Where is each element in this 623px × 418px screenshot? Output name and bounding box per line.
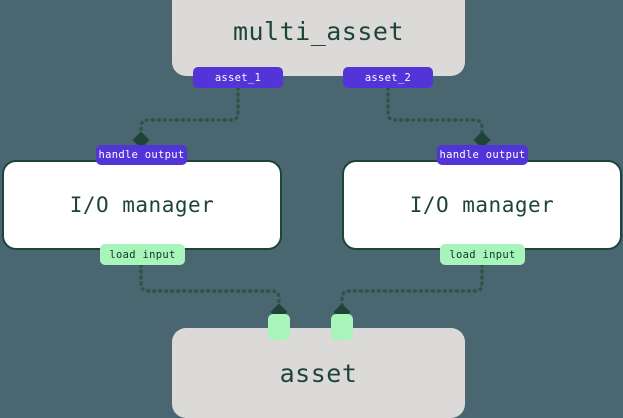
output-badge-asset-2-label: asset_2 xyxy=(364,71,412,84)
asset-input-port-left[interactable] xyxy=(268,314,290,340)
node-multi-asset-label: multi_asset xyxy=(232,16,405,46)
output-badge-load-input-left-label: load input xyxy=(109,248,176,261)
node-io-manager-left-label: I/O manager xyxy=(69,193,215,217)
node-io-manager-right-label: I/O manager xyxy=(409,193,555,217)
output-badge-load-input-left[interactable]: load input xyxy=(100,244,185,265)
input-badge-handle-output-right-label: handle output xyxy=(439,149,526,161)
node-asset-label: asset xyxy=(279,358,358,388)
input-badge-handle-output-left[interactable]: handle output xyxy=(96,145,187,165)
edge-asset1-to-left-iomanager xyxy=(132,86,240,149)
edge-right-iomanager-to-asset xyxy=(333,263,484,321)
input-badge-handle-output-left-label: handle output xyxy=(98,149,185,161)
edge-left-iomanager-to-asset xyxy=(139,263,288,321)
node-io-manager-right[interactable]: I/O manager xyxy=(342,160,622,250)
asset-input-port-right[interactable] xyxy=(331,314,353,340)
output-badge-load-input-right-label: load input xyxy=(449,248,516,261)
node-io-manager-left[interactable]: I/O manager xyxy=(2,160,282,250)
output-badge-asset-2[interactable]: asset_2 xyxy=(343,67,433,88)
node-asset[interactable]: asset xyxy=(172,328,465,418)
output-badge-asset-1-label: asset_1 xyxy=(214,71,262,84)
output-badge-load-input-right[interactable]: load input xyxy=(440,244,525,265)
node-multi-asset[interactable]: multi_asset xyxy=(172,0,465,76)
output-badge-asset-1[interactable]: asset_1 xyxy=(193,67,283,88)
edge-asset2-to-right-iomanager xyxy=(386,86,491,149)
input-badge-handle-output-right[interactable]: handle output xyxy=(437,145,528,165)
